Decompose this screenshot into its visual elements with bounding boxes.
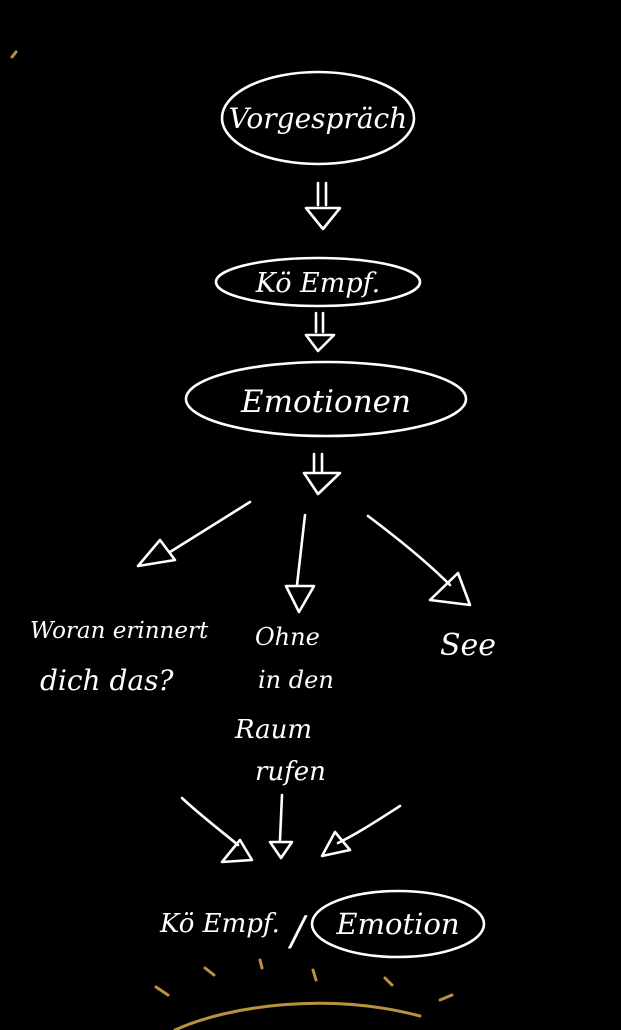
node-label: Kö Empf. <box>255 268 381 299</box>
branch-middle-line2: in den <box>258 666 334 694</box>
arrow-converge-left <box>180 796 254 864</box>
arrow-converge-middle <box>268 793 294 860</box>
branch-middle-line4: rufen <box>255 757 326 787</box>
arrow-branch-middle <box>284 513 316 614</box>
node-outline <box>220 70 416 166</box>
node-emotion: Emotion <box>310 889 486 959</box>
arrow-down-1 <box>304 181 342 231</box>
node-label: Emotionen <box>240 384 411 420</box>
node-koe-empf-bottom: Kö Empf. <box>159 909 280 939</box>
node-label: Emotion <box>335 907 459 941</box>
node-vorgespraech: Vorgespräch <box>220 70 416 166</box>
branch-middle-line1: Ohne <box>255 623 320 651</box>
gold-sun-decoration <box>154 958 454 1030</box>
separator-slash: / <box>287 909 308 955</box>
arrow-down-3 <box>302 452 342 496</box>
node-label: Kö Empf. <box>159 909 280 939</box>
node-outline <box>214 256 422 308</box>
node-emotionen: Emotionen <box>184 360 468 438</box>
arrow-branch-right <box>366 514 472 607</box>
node-outline <box>184 360 468 438</box>
branch-right: See <box>440 628 496 663</box>
branch-left-line1: Woran erinnert <box>30 618 209 644</box>
node-label: Vorgespräch <box>229 102 407 135</box>
branch-left-line2: dich das? <box>40 664 174 697</box>
arrow-converge-right <box>320 804 402 858</box>
arrow-down-2 <box>304 311 336 353</box>
branch-middle-line3: Raum <box>234 715 312 745</box>
node-koe-empf-top: Kö Empf. <box>214 256 422 308</box>
node-outline <box>310 889 486 959</box>
arrow-branch-left <box>136 500 252 568</box>
branch-right-label: See <box>440 628 496 663</box>
gold-speck <box>10 50 18 59</box>
branch-left: Woran erinnert dich das? <box>30 618 209 697</box>
branch-middle: Ohne in den Raum rufen <box>234 623 334 787</box>
